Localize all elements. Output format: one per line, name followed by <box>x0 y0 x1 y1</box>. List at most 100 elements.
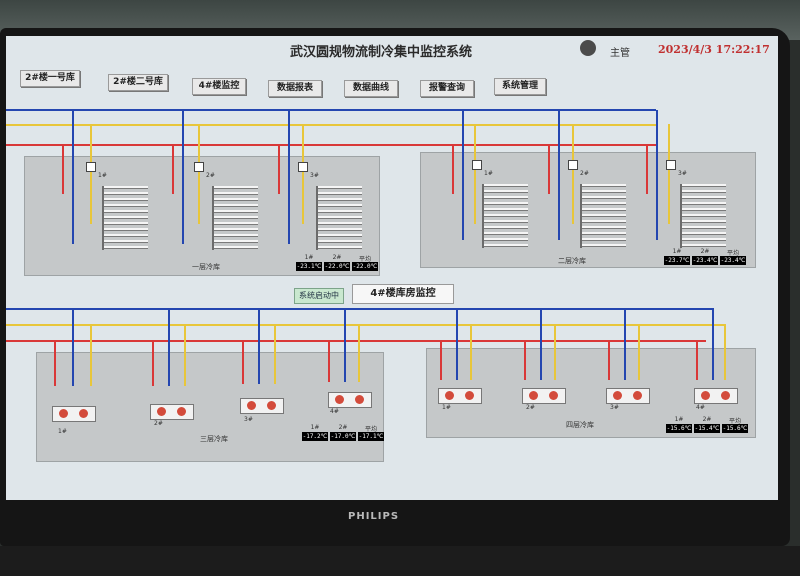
floor4-defrost-riser-1 <box>470 324 472 380</box>
floor3-liquid-riser-2 <box>152 340 154 386</box>
floor3-liquid-riser-4 <box>328 340 330 382</box>
floor3-suction-riser-4 <box>344 308 346 382</box>
section-title: 4#楼库房监控 <box>352 284 454 304</box>
floor1-temp-label-1: 1# <box>304 254 314 261</box>
floor2-temp-2: -23.4℃ <box>692 256 718 265</box>
floor2-label: 二层冷库 <box>558 257 586 265</box>
floor1-unit-tag-3: 3# <box>310 172 319 179</box>
fan-icon <box>59 409 68 418</box>
floor2-valve-3[interactable] <box>666 160 676 170</box>
floor1-temp-2: -22.0℃ <box>324 262 350 271</box>
floor1-valve-1[interactable] <box>86 162 96 172</box>
floor4-unit-2[interactable] <box>522 388 566 404</box>
defrost-main-top <box>6 124 656 126</box>
floor4-unit-4[interactable] <box>694 388 738 404</box>
floor2-temp-label-2: 2# <box>700 248 710 255</box>
nav-system-admin[interactable]: 系统管理 <box>494 78 546 95</box>
title-bar: 武汉圆规物流制冷集中监控系统 主管 2023/4/3 17:22:17 <box>6 36 778 62</box>
floor3-unit-tag-4: 4# <box>330 408 339 415</box>
floor3-suction-riser-2 <box>168 308 170 386</box>
floor2-valve-1[interactable] <box>472 160 482 170</box>
floor1-coil-2 <box>212 186 258 250</box>
floor4-defrost-riser-2 <box>554 324 556 380</box>
floor2-liquid-riser-1 <box>452 144 454 194</box>
page-title: 武汉圆规物流制冷集中监控系统 <box>289 45 472 60</box>
suction-main-top <box>6 109 656 111</box>
floor4-temp-1: -15.6℃ <box>666 424 692 433</box>
floor2-unit-tag-3: 3# <box>678 170 687 177</box>
system-start-button[interactable]: 系统启动中 <box>294 288 344 304</box>
floor2-unit-tag-1: 1# <box>484 170 493 177</box>
nav-building4-monitor[interactable]: 4#楼监控 <box>192 78 246 95</box>
floor4-defrost-riser-4 <box>724 324 726 380</box>
fan-icon <box>613 391 622 400</box>
nav-alarm-query[interactable]: 报警查询 <box>420 80 474 97</box>
fan-icon <box>701 391 710 400</box>
floor4-unit-tag-4: 4# <box>696 404 705 411</box>
floor3-temp-label-2: 2# <box>338 424 348 431</box>
floor1-temp-label-2: 2# <box>332 254 342 261</box>
floor1-valve-2[interactable] <box>194 162 204 172</box>
floor1-suction-riser-2 <box>182 110 184 244</box>
datetime-display: 2023/4/3 17:22:17 <box>658 43 770 56</box>
floor1-coil-3 <box>316 186 362 250</box>
floor4-label: 四层冷库 <box>566 421 594 429</box>
floor1-liquid-riser-3 <box>278 144 280 194</box>
floor1-unit-tag-1: 1# <box>98 172 107 179</box>
floor4-temp-avg: -15.6℃ <box>722 424 748 433</box>
floor3-unit-3[interactable] <box>240 398 284 414</box>
floor4-suction-riser-4 <box>712 308 714 380</box>
floor4-suction-riser-3 <box>624 308 626 380</box>
floor2-temp-label-1: 1# <box>672 248 682 255</box>
fan-icon <box>247 401 256 410</box>
floor4-unit-3[interactable] <box>606 388 650 404</box>
nav-data-report[interactable]: 数据报表 <box>268 80 322 97</box>
floor3-temp-1: -17.2℃ <box>302 432 328 441</box>
floor4-suction-riser-1 <box>456 308 458 380</box>
floor4-unit-1[interactable] <box>438 388 482 404</box>
nav-building2-room2[interactable]: 2#楼二号库 <box>108 74 168 91</box>
floor2-unit-tag-2: 2# <box>580 170 589 177</box>
floor3-temp-label-avg: 平均 <box>364 426 377 433</box>
fan-icon <box>335 395 344 404</box>
floor2-temp-label-avg: 平均 <box>726 250 739 257</box>
floor2-temp-1: -23.7℃ <box>664 256 690 265</box>
fan-icon <box>721 391 730 400</box>
liquid-main-bottom <box>6 340 706 342</box>
fan-icon <box>529 391 538 400</box>
floor3-temp-2: -17.0℃ <box>330 432 356 441</box>
floor4-temp-label-2: 2# <box>702 416 712 423</box>
floor1-label: 一层冷库 <box>192 263 220 271</box>
fan-icon <box>549 391 558 400</box>
floor4-unit-tag-1: 1# <box>442 404 451 411</box>
floor2-defrost-riser-2 <box>572 124 574 224</box>
floor1-liquid-riser-1 <box>62 144 64 194</box>
nav-building2-room1[interactable]: 2#楼一号库 <box>20 70 80 87</box>
floor3-unit-tag-1: 1# <box>58 428 67 435</box>
floor2-suction-riser-3 <box>656 110 658 240</box>
desk-surface <box>0 546 800 576</box>
floor1-valve-3[interactable] <box>298 162 308 172</box>
floor3-unit-2[interactable] <box>150 404 194 420</box>
floor4-temp-label-avg: 平均 <box>728 418 741 425</box>
floor3-defrost-riser-1 <box>90 324 92 386</box>
monitor-brand-logo: PHILIPS <box>348 511 400 522</box>
floor1-defrost-riser-3 <box>302 124 304 224</box>
nav-data-curve[interactable]: 数据曲线 <box>344 80 398 97</box>
floor4-liquid-riser-3 <box>608 340 610 380</box>
floor4-liquid-riser-2 <box>524 340 526 380</box>
floor2-valve-2[interactable] <box>568 160 578 170</box>
floor3-unit-4[interactable] <box>328 392 372 408</box>
floor3-unit-tag-3: 3# <box>244 416 253 423</box>
floor1-coil-1 <box>102 186 148 250</box>
floor1-temp-label-avg: 平均 <box>358 256 371 263</box>
suction-main-bottom <box>6 308 714 310</box>
floor4-temp-label-1: 1# <box>674 416 684 423</box>
user-icon[interactable] <box>580 40 596 56</box>
floor2-suction-riser-2 <box>558 110 560 240</box>
fan-icon <box>465 391 474 400</box>
floor3-unit-1[interactable] <box>52 406 96 422</box>
fan-icon <box>267 401 276 410</box>
floor3-label: 三层冷库 <box>200 435 228 443</box>
floor2-defrost-riser-1 <box>474 124 476 224</box>
